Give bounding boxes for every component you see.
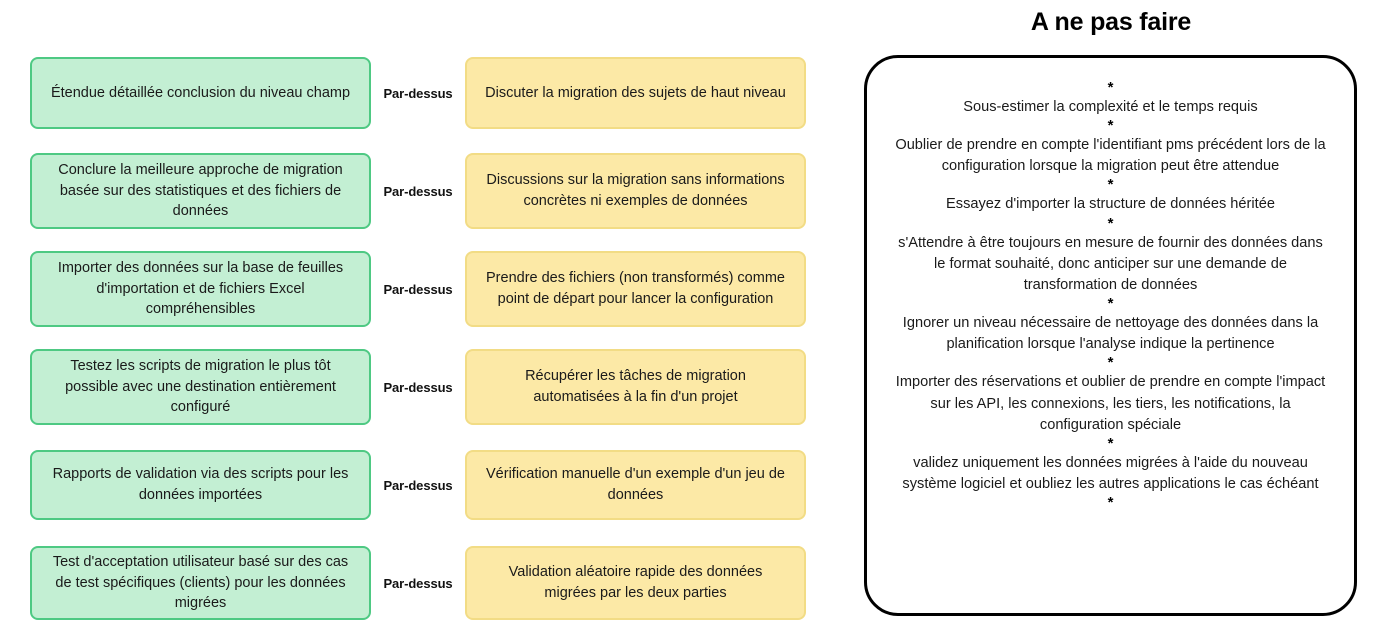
dont-list-item: s'Attendre à être toujours en mesure de … (898, 234, 1323, 293)
asterisk-icon: * (1107, 117, 1114, 135)
comparison-row: Testez les scripts de migration le plus … (0, 349, 840, 425)
asterisk-icon: * (1107, 79, 1114, 96)
relation-label: Par-dessus (383, 281, 453, 297)
good-practice-box: Testez les scripts de migration le plus … (30, 349, 371, 425)
asterisk-icon: * (1107, 354, 1114, 372)
bad-practice-box: Discuter la migration des sujets de haut… (465, 57, 806, 129)
good-practice-box: Étendue détaillée conclusion du niveau c… (30, 57, 371, 129)
asterisk-icon: * (1107, 434, 1114, 452)
asterisk-icon: * (1107, 295, 1114, 313)
dont-list-item: validez uniquement les données migrées à… (902, 454, 1319, 493)
dont-list-item: Importer des réservations et oublier de … (895, 374, 1326, 433)
do-vs-dont-comparison: Étendue détaillée conclusion du niveau c… (0, 57, 840, 620)
good-practice-box: Importer des données sur la base de feui… (30, 251, 371, 327)
dont-list-item: Essayez d'importer la structure de donné… (946, 196, 1275, 213)
bad-practice-box: Validation aléatoire rapide des données … (465, 546, 806, 620)
comparison-row: Importer des données sur la base de feui… (0, 251, 840, 327)
asterisk-icon: * (1107, 214, 1114, 232)
dont-panel-title: A ne pas faire (1030, 8, 1192, 36)
comparison-row: Étendue détaillée conclusion du niveau c… (0, 57, 840, 129)
dont-list-item: Ignorer un niveau nécessaire de nettoyag… (902, 315, 1319, 353)
dont-list-item: Sous-estimer la complexité et le temps r… (963, 99, 1258, 115)
asterisk-icon: * (1107, 494, 1114, 512)
asterisk-icon: * (1107, 176, 1114, 194)
good-practice-box: Conclure la meilleure approche de migrat… (30, 153, 371, 229)
relation-label: Par-dessus (383, 379, 453, 395)
bad-practice-box: Discussions sur la migration sans inform… (465, 153, 806, 229)
dont-items-list: * Sous-estimer la complexité et le temps … (885, 79, 1336, 512)
good-practice-box: Test d'acceptation utilisateur basé sur … (30, 546, 371, 620)
bad-practice-box: Prendre des fichiers (non transformés) c… (465, 251, 806, 327)
good-practice-box: Rapports de validation via des scripts p… (30, 450, 371, 520)
dont-panel: A ne pas faire * Sous-estimer la complexi… (856, 0, 1366, 641)
relation-label: Par-dessus (383, 85, 453, 101)
comparison-row: Conclure la meilleure approche de migrat… (0, 153, 840, 229)
comparison-row: Rapports de validation via des scripts p… (0, 450, 840, 520)
comparison-row: Test d'acceptation utilisateur basé sur … (0, 546, 840, 620)
bad-practice-box: Récupérer les tâches de migration automa… (465, 349, 806, 425)
bad-practice-box: Vérification manuelle d'un exemple d'un … (465, 450, 806, 520)
relation-label: Par-dessus (383, 183, 453, 199)
dont-list-item: Oublier de prendre en compte l'identifia… (895, 137, 1326, 175)
relation-label: Par-dessus (383, 575, 453, 591)
relation-label: Par-dessus (383, 477, 453, 493)
dont-panel-box: * Sous-estimer la complexité et le temps … (864, 55, 1357, 616)
